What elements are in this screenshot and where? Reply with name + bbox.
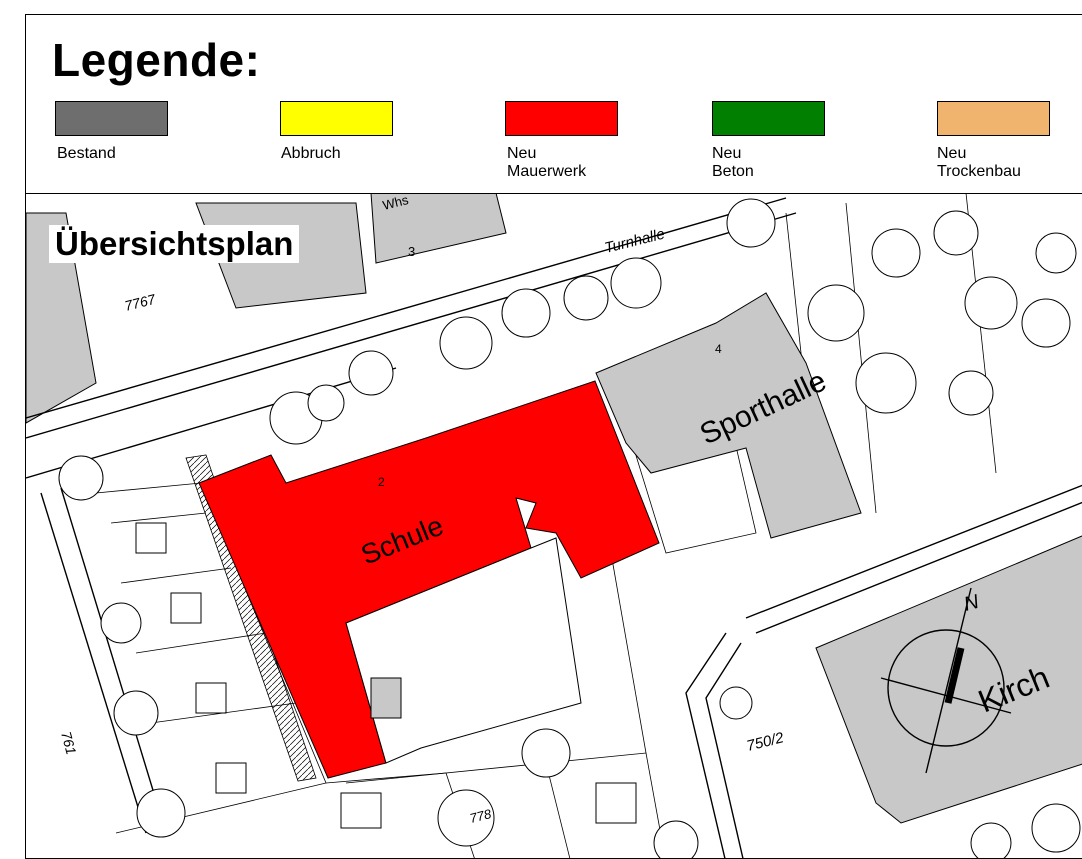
site-plan-map: N Schule Sporthalle Kirch Turnhalle Whs … bbox=[26, 193, 1082, 858]
legend-swatch-neu-trockenbau bbox=[937, 101, 1050, 136]
legend-label-abbruch: Abbruch bbox=[281, 145, 341, 162]
label-whs: Whs bbox=[381, 193, 410, 213]
label-parcel-7767: 7767 bbox=[123, 291, 158, 314]
staircase bbox=[370, 677, 402, 719]
legend-swatch-abbruch bbox=[280, 101, 393, 136]
label-parcel-761: 761 bbox=[58, 730, 80, 757]
parcel-lines bbox=[95, 193, 997, 858]
label-house-2: 2 bbox=[378, 475, 385, 489]
legend-label-neu-trockenbau: Neu Trockenbau bbox=[937, 145, 1021, 180]
north-label: N bbox=[962, 591, 982, 616]
legend-label-neu-beton: Neu Beton bbox=[712, 145, 754, 180]
label-house-4: 4 bbox=[715, 342, 722, 356]
hatched-strip bbox=[185, 454, 317, 782]
legend-label-bestand: Bestand bbox=[57, 145, 116, 162]
schule-courtyard-building bbox=[345, 537, 582, 764]
trees bbox=[58, 198, 1081, 858]
label-parcel-750-2: 750/2 bbox=[745, 729, 786, 755]
plan-title: Übersichtsplan bbox=[49, 225, 300, 263]
legend-title: Legende: bbox=[52, 34, 261, 86]
legend-label-neu-mauerwerk: Neu Mauerwerk bbox=[507, 145, 587, 180]
legend: Legende: Bestand Abbruch Neu Mauerwerk N… bbox=[26, 15, 1082, 194]
parcel-markers bbox=[135, 522, 637, 829]
label-house-3: 3 bbox=[408, 244, 415, 259]
north-arrow: N bbox=[880, 587, 1012, 774]
road-lines bbox=[26, 197, 1082, 858]
legend-swatch-neu-mauerwerk bbox=[505, 101, 618, 136]
legend-swatch-bestand bbox=[55, 101, 168, 136]
plan-frame: Legende: Bestand Abbruch Neu Mauerwerk N… bbox=[25, 14, 1082, 859]
legend-swatch-neu-beton bbox=[712, 101, 825, 136]
sporthalle-building bbox=[595, 292, 862, 539]
label-turnhalle: Turnhalle bbox=[603, 226, 667, 257]
label-parcel-778: 778 bbox=[468, 806, 493, 826]
